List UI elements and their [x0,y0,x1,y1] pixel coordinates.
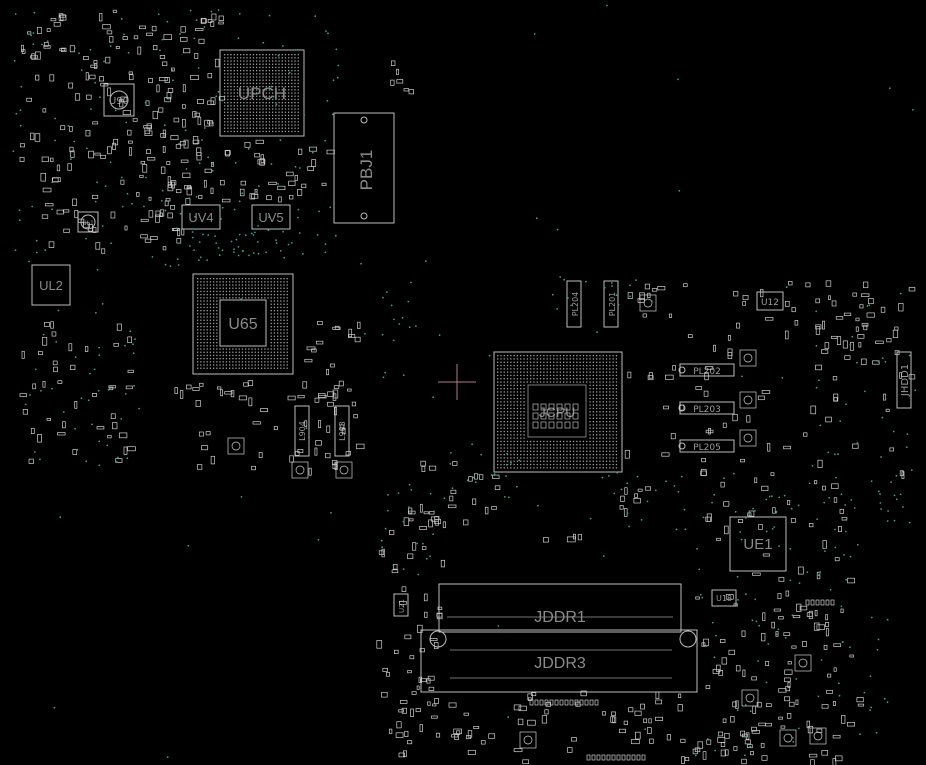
l904-label: L904 [298,421,307,441]
pl204-label: PL204 [571,292,580,317]
u18-label: U18 [716,594,732,603]
cpu-socket[interactable]: JCPU [493,351,623,473]
jddr3-slot[interactable]: JDDR3 [420,629,698,693]
u12-chip[interactable]: U12 [756,291,784,311]
jhdd1-label: JHDD1 [900,364,911,397]
u12-label: U12 [761,298,779,308]
pl201-label: PL201 [608,292,617,317]
vias-layer [12,4,917,758]
ue1-label: UE1 [743,536,772,553]
upch-label: UPCH [238,84,286,103]
pbj1-connector[interactable]: PBJ1 [333,112,395,224]
pl205-inductor[interactable]: PL205 [678,439,735,453]
ue1-chip[interactable]: UE1 [729,516,787,572]
jhdd1-connector[interactable]: JHDD1 [896,351,912,409]
pl201-inductor[interactable]: PL201 [603,280,619,328]
u65-chip[interactable]: U65 [192,273,294,375]
ul2-label: UL2 [39,278,63,293]
u90-chip[interactable]: U90 [103,83,135,117]
pl203-label: PL203 [693,405,721,415]
pl204-inductor[interactable]: PL204 [566,280,582,328]
jddr3-label: JDDR3 [534,655,586,672]
pl202-inductor[interactable]: PL202 [678,363,735,377]
pl203-inductor[interactable]: PL203 [678,401,735,415]
ul1-label: UL1 [82,220,94,227]
jddr1-slot[interactable]: JDDR1 [438,583,682,633]
jddr1-label: JDDR1 [534,609,586,626]
uv5-chip[interactable]: UV5 [251,204,291,230]
uv4-label: UV4 [188,210,213,225]
pl205-label: PL205 [693,443,721,453]
jcpu-label: JCPU [539,404,576,420]
u21-label: U21 [398,599,406,613]
crosshair-cursor-icon [438,364,476,400]
passive-components-layer [19,9,916,765]
u18-chip[interactable]: U18 [711,589,737,607]
u21-chip[interactable]: U21 [393,593,409,617]
upch-chip[interactable]: UPCH [219,49,305,137]
pl202-label: PL202 [693,367,721,377]
uv4-chip[interactable]: UV4 [181,204,221,230]
u90-label: U90 [109,96,129,107]
uv5-label: UV5 [258,210,283,225]
l904-inductor[interactable]: L904 [294,405,310,457]
ul2-chip[interactable]: UL2 [31,264,71,306]
u65-label: U65 [228,316,257,333]
pbj1-label: PBJ1 [357,150,376,191]
